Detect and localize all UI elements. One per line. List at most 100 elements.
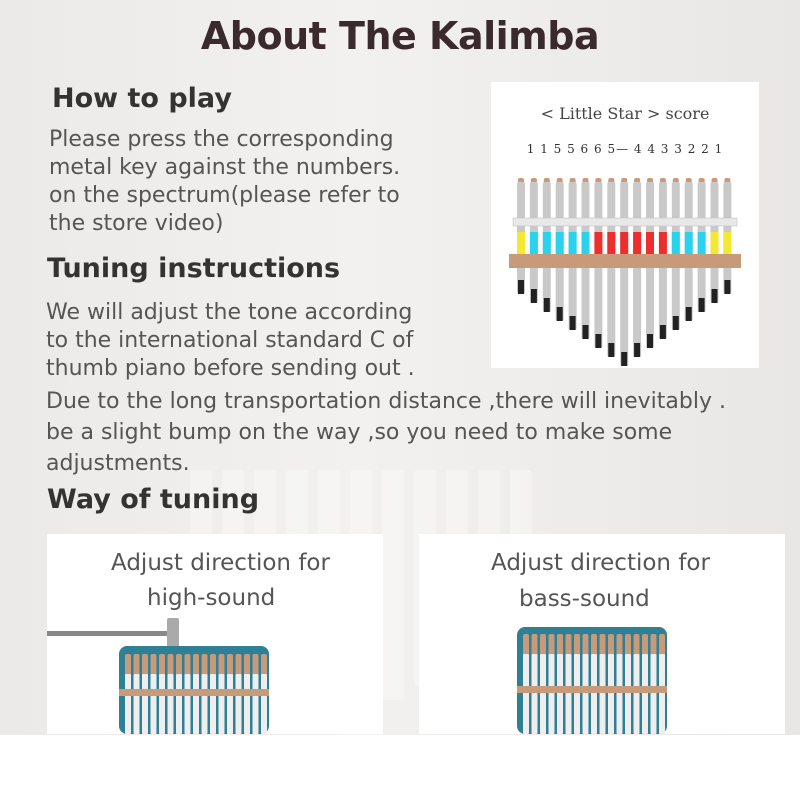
bridge-bar bbox=[119, 689, 269, 696]
tine-color-marker bbox=[723, 232, 732, 254]
how-to-play-line: the store video) bbox=[49, 211, 224, 236]
tine-color-marker bbox=[633, 232, 642, 254]
tine-peg bbox=[548, 634, 555, 656]
tine-tip bbox=[724, 280, 731, 294]
tine-tip bbox=[595, 334, 602, 348]
tuning-line: adjustments. bbox=[46, 451, 190, 476]
tine-peg bbox=[125, 654, 131, 676]
tuning-hammer-head bbox=[167, 618, 179, 648]
page-title: About The Kalimba bbox=[200, 14, 600, 58]
bridge-bar bbox=[509, 254, 741, 268]
bridge-bar bbox=[517, 686, 667, 693]
how-to-play-line: on the spectrum(please refer to bbox=[49, 183, 400, 208]
kalimba-tine bbox=[142, 674, 148, 734]
kalimba-tine bbox=[125, 674, 131, 734]
kalimba-tine bbox=[565, 654, 572, 734]
score-card: < Little Star > score 1 1 5 5 6 6 5— 4 4… bbox=[491, 82, 759, 368]
tine-color-marker bbox=[646, 232, 654, 254]
kalimba-tine bbox=[133, 674, 140, 734]
kalimba-tine bbox=[227, 674, 233, 734]
kalimba-tine bbox=[625, 654, 631, 734]
tine-peg bbox=[150, 654, 157, 676]
kalimba-tine bbox=[201, 674, 208, 734]
tine-peg bbox=[659, 634, 665, 656]
kalimba-tine bbox=[650, 654, 657, 734]
tine-peg bbox=[633, 634, 640, 656]
tine-peg bbox=[193, 654, 199, 676]
bass-sound-label-line1: Adjust direction for bbox=[491, 550, 710, 576]
way-of-tuning-heading: Way of tuning bbox=[47, 484, 260, 515]
tine-peg bbox=[616, 634, 623, 656]
tine-tip bbox=[518, 280, 524, 294]
kalimba-tine bbox=[531, 654, 538, 734]
tine-peg bbox=[523, 634, 529, 656]
kalimba-tine bbox=[548, 654, 555, 734]
kalimba-tine bbox=[582, 654, 589, 734]
tuning-line: to the international standard C of bbox=[46, 328, 414, 353]
tine-peg bbox=[625, 634, 631, 656]
tuning-hammer-handle bbox=[47, 631, 169, 636]
high-sound-kalimba-illustration bbox=[47, 618, 269, 734]
tuning-line: We will adjust the tone according bbox=[46, 300, 413, 325]
kalimba-tine bbox=[557, 654, 563, 734]
tine-peg bbox=[642, 634, 648, 656]
tine-peg bbox=[227, 654, 233, 676]
tine-color-marker bbox=[517, 232, 525, 254]
kalimba-tine bbox=[193, 674, 199, 734]
tine-peg bbox=[218, 654, 225, 676]
tine-peg bbox=[608, 634, 614, 656]
high-sound-label-line2: high-sound bbox=[147, 585, 276, 611]
kalimba-tine bbox=[176, 674, 182, 734]
high-sound-label-line1: Adjust direction for bbox=[111, 550, 330, 576]
tine-tip bbox=[659, 325, 666, 339]
kalimba-tine bbox=[218, 674, 225, 734]
tine-color-marker bbox=[710, 232, 719, 254]
tuning-line: thumb piano before sending out . bbox=[46, 356, 415, 381]
tine-color-marker bbox=[568, 232, 577, 254]
tine-peg bbox=[142, 654, 148, 676]
tine-color-marker bbox=[684, 232, 693, 254]
kalimba-tine bbox=[599, 654, 606, 734]
bass-sound-card: Adjust direction for bass-sound bbox=[419, 534, 785, 734]
bass-sound-label-line2: bass-sound bbox=[519, 586, 650, 612]
tine-peg bbox=[540, 634, 546, 656]
tine-peg bbox=[574, 634, 580, 656]
kalimba-tine bbox=[574, 654, 580, 734]
tine-tip bbox=[621, 352, 628, 366]
kalimba-tine bbox=[616, 654, 623, 734]
tine-tip bbox=[711, 289, 718, 303]
kalimba-tine bbox=[608, 654, 614, 734]
how-to-play-text: Please press the corresponding metal key… bbox=[49, 126, 400, 238]
tuning-line: Due to the long transportation distance … bbox=[46, 389, 726, 414]
tine-peg bbox=[650, 634, 657, 656]
tine-peg bbox=[591, 634, 597, 656]
tine-tip bbox=[543, 298, 550, 312]
tine-tip bbox=[685, 307, 692, 321]
kalimba-tine bbox=[633, 654, 640, 734]
kalimba-tine bbox=[620, 182, 629, 366]
how-to-play-line: Please press the corresponding bbox=[49, 127, 394, 152]
score-notes: 1 1 5 5 6 6 5— 4 4 3 3 2 2 1 bbox=[526, 142, 724, 156]
how-to-play-heading: How to play bbox=[52, 83, 232, 114]
tine-peg bbox=[201, 654, 208, 676]
bass-sound-kalimba-illustration bbox=[517, 627, 667, 734]
tine-color-marker bbox=[671, 232, 680, 254]
tine-color-marker bbox=[607, 232, 616, 254]
bottom-margin bbox=[0, 735, 800, 800]
kalimba-tine bbox=[184, 674, 191, 734]
high-sound-card: Adjust direction for high-sound bbox=[47, 534, 383, 734]
kalimba-tine bbox=[150, 674, 157, 734]
tine-tip bbox=[672, 316, 679, 330]
tine-peg bbox=[252, 654, 259, 676]
tine-peg bbox=[167, 654, 174, 676]
nut-bar bbox=[512, 217, 738, 227]
kalimba-tine bbox=[659, 654, 665, 734]
tine-color-marker bbox=[697, 232, 706, 254]
tuning-instructions-heading: Tuning instructions bbox=[47, 253, 341, 284]
kalimba-tine bbox=[261, 674, 267, 734]
tine-color-marker bbox=[555, 232, 564, 254]
score-title: < Little Star > score bbox=[540, 104, 710, 123]
tine-tip bbox=[582, 325, 589, 339]
kalimba-tine bbox=[540, 654, 546, 734]
kalimba-keys-illustration bbox=[509, 178, 741, 366]
